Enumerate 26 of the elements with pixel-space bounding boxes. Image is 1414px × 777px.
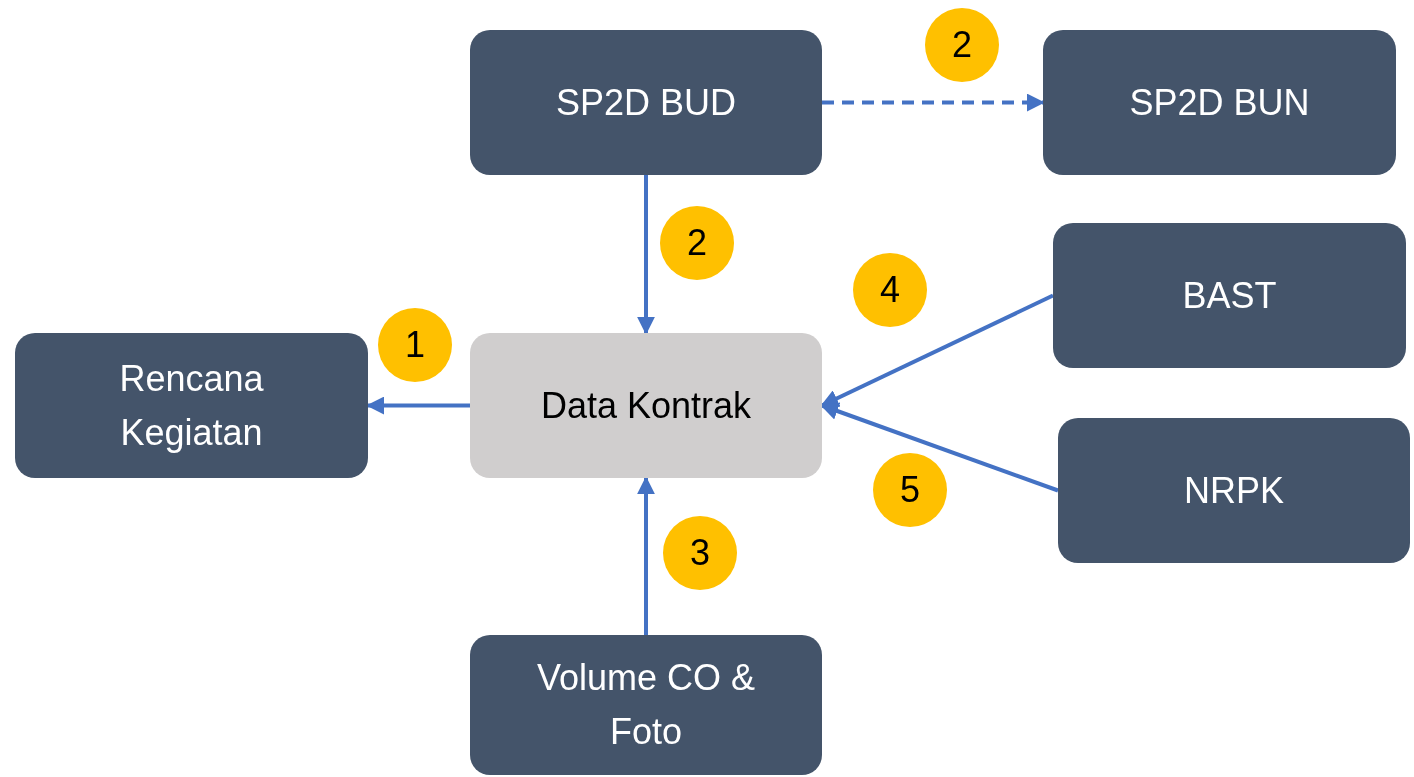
arrow	[637, 476, 655, 635]
callout-number: 5	[873, 453, 947, 527]
callout-number: 3	[663, 516, 737, 590]
process-box	[470, 30, 822, 175]
process-box	[470, 333, 822, 478]
box-label: SP2D BUN	[1129, 80, 1310, 125]
arrow	[820, 293, 1054, 408]
box-label: Volume CO & Foto	[535, 656, 757, 754]
box-label: Data Kontrak	[540, 383, 752, 428]
process-box	[1058, 418, 1410, 563]
arrow	[366, 396, 470, 415]
process-box	[1043, 30, 1396, 175]
callout-number: 4	[853, 253, 927, 327]
callout-number: 1	[378, 308, 452, 382]
process-box	[1053, 223, 1406, 368]
process-box	[470, 635, 822, 775]
process-box	[15, 333, 368, 478]
callout-number: 2	[925, 8, 999, 82]
arrow	[820, 402, 1059, 493]
callout-number: 2	[660, 206, 734, 280]
arrow	[822, 93, 1045, 112]
arrow	[637, 175, 655, 335]
box-label: BAST	[1182, 273, 1277, 318]
box-label: SP2D BUD	[555, 80, 737, 125]
box-label: NRPK	[1184, 468, 1284, 513]
box-label: Rencana Kegiatan	[118, 356, 265, 455]
